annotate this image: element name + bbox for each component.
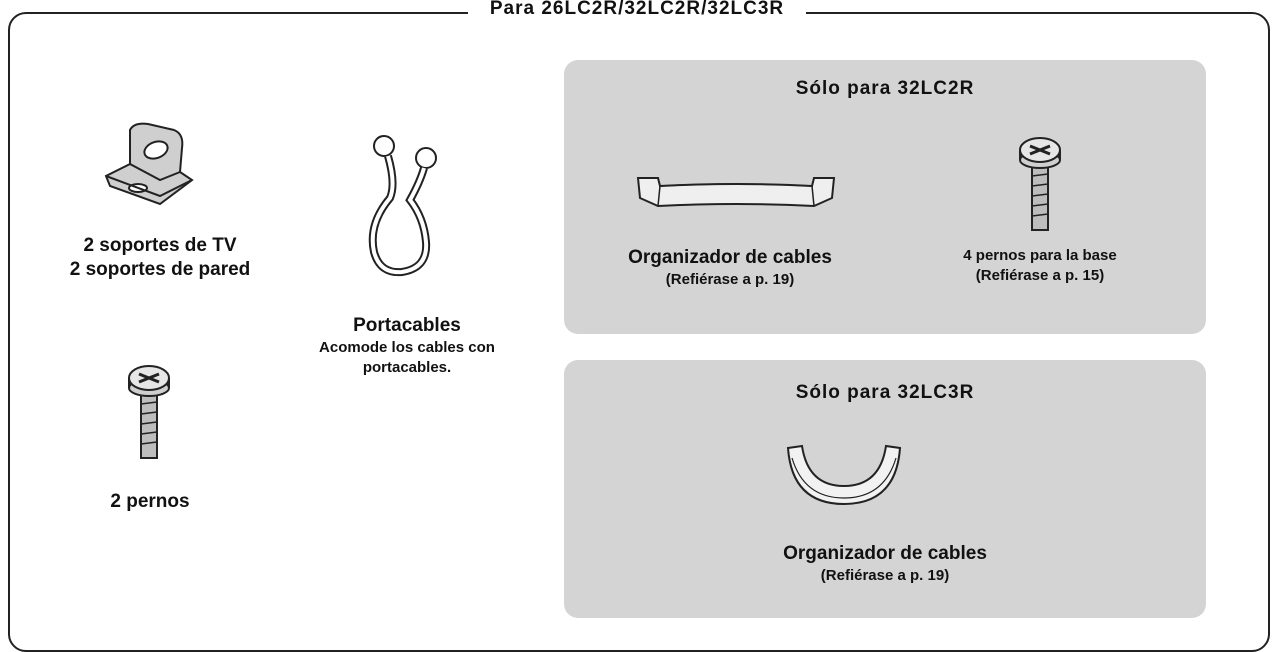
frame-title: Para 26LC2R/32LC2R/32LC3R: [0, 0, 1274, 21]
organizer-label-32lc3r: Organizador de cables (Refiérase a p. 19…: [783, 543, 987, 584]
frame-title-text: Para 26LC2R/32LC2R/32LC3R: [467, 0, 807, 21]
organizer-label-32lc2r: Organizador de cables (Refiérase a p. 19…: [628, 247, 832, 288]
stand-bolt-icon: [1019, 137, 1061, 231]
panel-32lc2r: Sólo para 32LC2R Organizador de cables (…: [564, 60, 1206, 334]
bolt-icon: [128, 365, 170, 459]
panel-32lc3r: Sólo para 32LC3R Organizador de cables (…: [564, 360, 1206, 618]
panel-32lc2r-title: Sólo para 32LC2R: [795, 78, 975, 99]
bracket-icon: [104, 122, 194, 206]
brackets-label: 2 soportes de TV 2 soportes de pared: [69, 235, 251, 280]
cable-holder-label: Portacables Acomode los cables con porta…: [319, 315, 495, 376]
bolts-label: 2 pernos: [110, 491, 190, 512]
panel-32lc3r-title: Sólo para 32LC3R: [795, 382, 975, 403]
stand-bolts-label: 4 pernos para la base (Refiérase a p. 15…: [963, 247, 1117, 284]
curved-cable-organizer-icon: [786, 444, 902, 506]
cable-organizer-icon: [636, 177, 836, 208]
cable-holder-icon: [368, 135, 437, 277]
